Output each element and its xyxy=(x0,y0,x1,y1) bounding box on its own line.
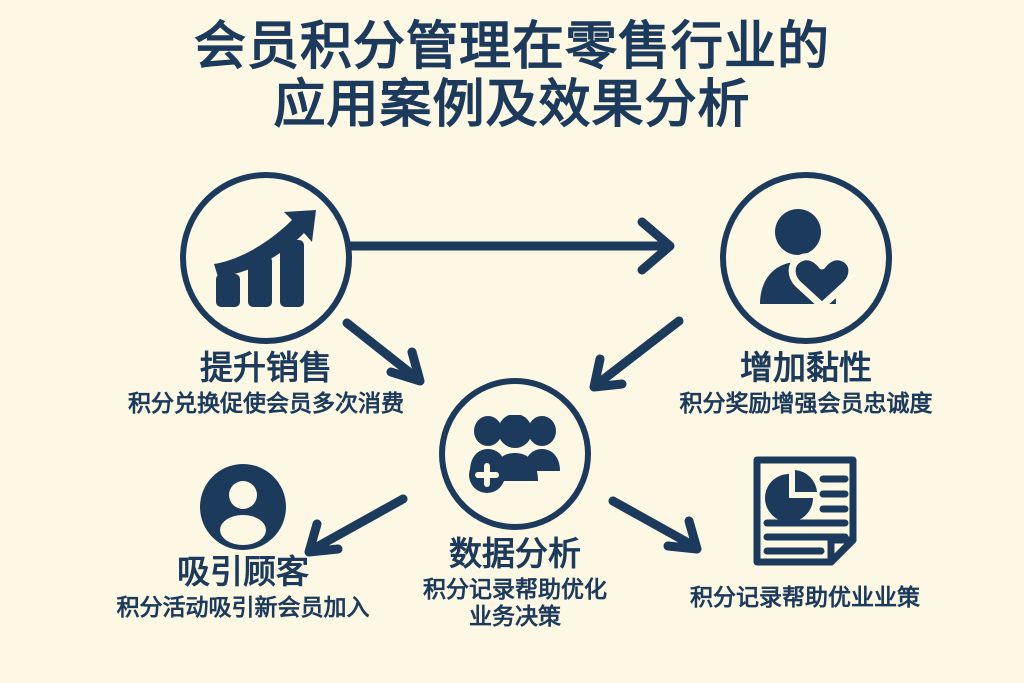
node-loyalty-label: 增加黏性 xyxy=(740,349,872,386)
document-pie-chart-report-icon xyxy=(753,456,857,566)
group-add-people-icon xyxy=(469,415,560,493)
node-data-label: 数据分析 xyxy=(449,535,581,572)
node-attract-desc: 积分活动吸引新会员加入 xyxy=(116,593,370,620)
node-attract[interactable]: 吸引顾客 积分活动吸引新会员加入 xyxy=(78,462,408,621)
node-loyalty-desc: 积分奖励增强会员忠诚度 xyxy=(679,389,933,416)
person-with-heart-icon xyxy=(760,209,856,308)
node-sales[interactable]: 提升销售 积分兑换促使会员多次消费 xyxy=(86,172,446,417)
node-sales-desc: 积分兑换促使会员多次消费 xyxy=(128,389,404,416)
node-report-desc: 积分记录帮助优业业策 xyxy=(690,584,920,610)
node-loyalty-circle xyxy=(720,172,892,344)
node-sales-circle xyxy=(180,172,352,344)
node-report-icon-wrap xyxy=(640,452,970,570)
node-data-desc-line2: 业务决策 xyxy=(469,603,561,630)
node-report[interactable]: 积分记录帮助优业业策 xyxy=(640,452,970,611)
title-line-1: 会员积分管理在零售行业的 xyxy=(193,18,830,76)
node-attract-label: 吸引顾客 xyxy=(177,553,309,590)
node-attract-icon-wrap xyxy=(78,462,408,552)
title-line-2: 应用案例及效果分析 xyxy=(273,76,751,135)
growth-bar-chart-arrow-icon xyxy=(214,210,316,307)
node-data[interactable]: 数据分析 积分记录帮助优化 业务决策 xyxy=(370,378,660,630)
node-sales-label: 提升销售 xyxy=(200,349,332,386)
node-data-circle xyxy=(439,378,591,530)
node-data-desc-line1: 积分记录帮助优化 xyxy=(423,575,607,602)
node-loyalty[interactable]: 增加黏性 积分奖励增强会员忠诚度 xyxy=(616,172,996,417)
page-title: 会员积分管理在零售行业的 应用案例及效果分析 xyxy=(0,18,1024,134)
user-avatar-icon xyxy=(200,464,286,550)
